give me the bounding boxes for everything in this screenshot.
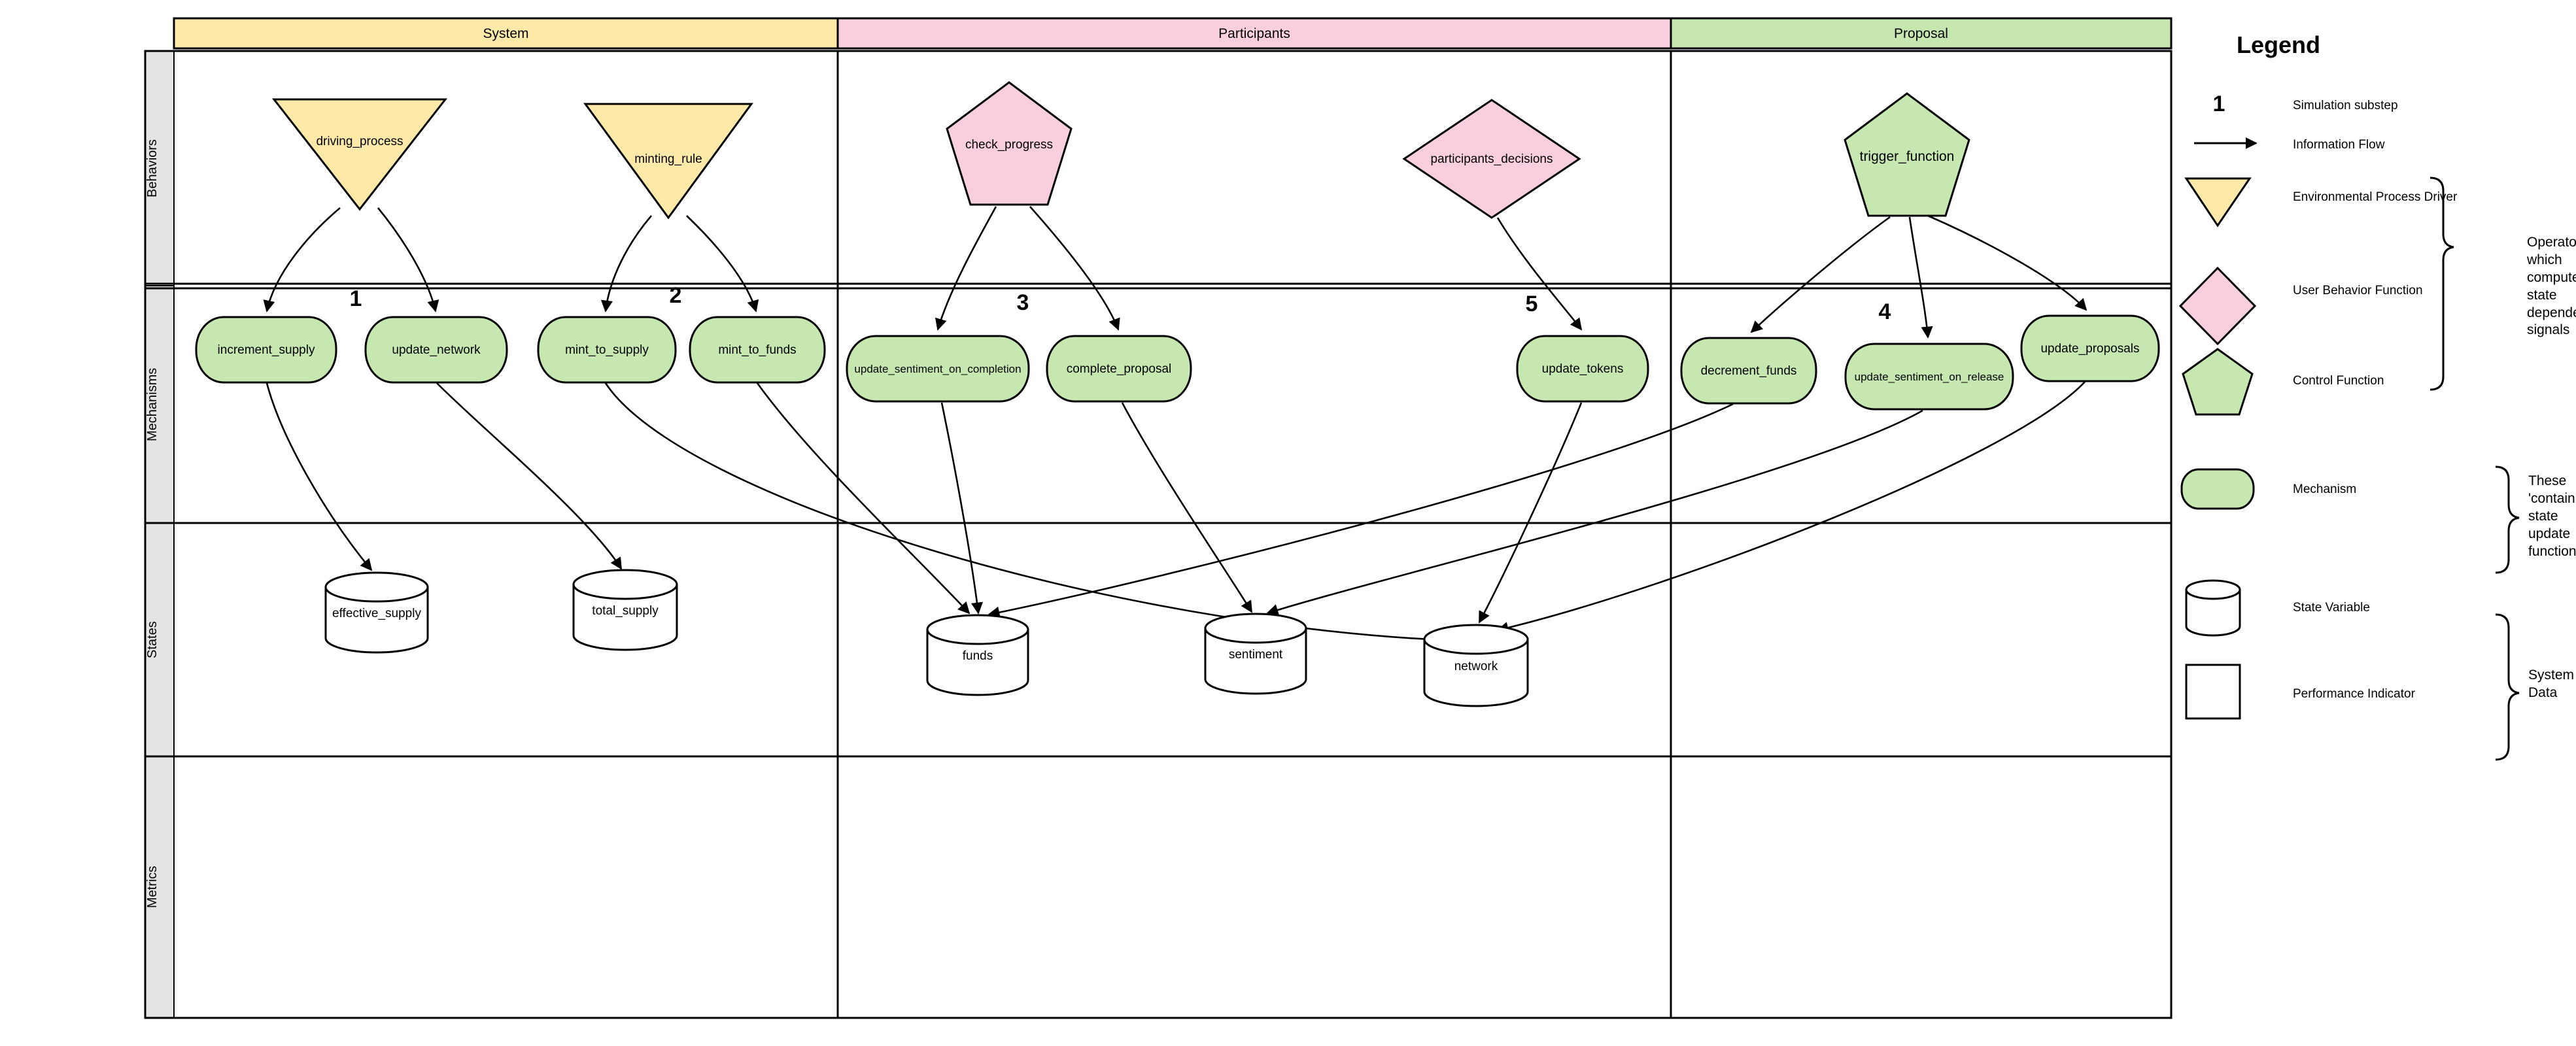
node-increment_supply[interactable] bbox=[195, 316, 337, 384]
environmental-process-driver-icon bbox=[2184, 177, 2252, 228]
column-header-system bbox=[173, 17, 839, 50]
edge-increment_supply-effective_supply bbox=[266, 382, 373, 571]
node-trigger_function[interactable] bbox=[1844, 92, 1970, 217]
row-gutter-behaviors bbox=[145, 50, 175, 286]
node-check_progress[interactable] bbox=[946, 81, 1073, 206]
node-minting_rule[interactable] bbox=[583, 103, 753, 220]
column-header-proposal bbox=[1670, 17, 2172, 50]
node-network[interactable] bbox=[1423, 624, 1529, 707]
edge-trigger_function-update_proposals bbox=[1927, 214, 2087, 311]
grid-frame bbox=[144, 50, 2172, 1019]
edge-driving_process-increment_supply bbox=[263, 207, 341, 312]
node-update_tokens[interactable] bbox=[1516, 335, 1649, 403]
node-effective_supply[interactable] bbox=[324, 571, 429, 654]
node-participants_decisions[interactable] bbox=[1402, 99, 1581, 219]
edge-trigger_function-update_sentiment_on_release bbox=[1908, 216, 1933, 339]
edge-update_proposals-network bbox=[1496, 381, 2086, 634]
mechanism-shapes bbox=[195, 314, 2160, 411]
row-gutter-metrics bbox=[145, 756, 175, 1019]
node-update_network[interactable] bbox=[364, 316, 508, 384]
column-header-participants bbox=[836, 17, 1672, 50]
node-update_sentiment_on_completion[interactable] bbox=[846, 335, 1030, 403]
edge-driving_process-update_network bbox=[377, 207, 439, 312]
behavior-shapes bbox=[271, 81, 1970, 220]
grid-lines bbox=[144, 17, 2172, 1019]
edge-mint_to_supply-network bbox=[604, 382, 1460, 647]
edge-update_tokens-network bbox=[1478, 402, 1583, 624]
node-total_supply[interactable] bbox=[572, 569, 678, 651]
state-shapes bbox=[324, 569, 1529, 707]
mechanism-icon bbox=[2180, 468, 2255, 510]
edge-mint_to_funds-funds bbox=[756, 382, 970, 615]
brace-state-update bbox=[2495, 465, 2520, 574]
legend-glyphs bbox=[2178, 137, 2520, 761]
node-update_sentiment_on_release[interactable] bbox=[1844, 343, 2014, 411]
control-function-icon bbox=[2182, 348, 2254, 416]
node-funds[interactable] bbox=[926, 614, 1029, 696]
row-gutter-states bbox=[145, 522, 175, 757]
user-behavior-function-icon bbox=[2178, 266, 2257, 346]
brace-system-data bbox=[2495, 613, 2520, 761]
edge-minting_rule-mint_to_funds bbox=[686, 215, 759, 312]
edge-update_sentiment_on_completion-funds bbox=[940, 402, 984, 615]
node-driving_process[interactable] bbox=[271, 98, 448, 211]
edge-check_progress-update_sentiment_on_completion bbox=[935, 206, 997, 331]
node-mint_to_funds[interactable] bbox=[689, 316, 826, 384]
performance-indicator-icon bbox=[2185, 664, 2241, 720]
node-mint_to_supply[interactable] bbox=[537, 316, 677, 384]
node-sentiment[interactable] bbox=[1204, 613, 1307, 695]
brace-operators bbox=[2430, 177, 2454, 391]
edge-minting_rule-mint_to_supply bbox=[600, 215, 652, 312]
edge-complete_proposal-sentiment bbox=[1121, 402, 1253, 613]
edge-participants_decisions-update_tokens bbox=[1496, 217, 1583, 331]
edge-group bbox=[263, 206, 2087, 647]
edge-update_sentiment_on_release-sentiment bbox=[1266, 409, 1923, 616]
node-complete_proposal[interactable] bbox=[1046, 335, 1192, 403]
node-update_proposals[interactable] bbox=[2020, 314, 2160, 382]
node-decrement_funds[interactable] bbox=[1680, 337, 1817, 405]
edge-trigger_function-decrement_funds bbox=[1750, 216, 1891, 333]
edge-decrement_funds-funds bbox=[987, 403, 1734, 618]
row-gutter-mechanisms bbox=[145, 285, 175, 524]
edge-update_network-total_supply bbox=[436, 382, 623, 570]
edge-check_progress-complete_proposal bbox=[1029, 206, 1120, 331]
state-variable-icon bbox=[2185, 579, 2241, 637]
